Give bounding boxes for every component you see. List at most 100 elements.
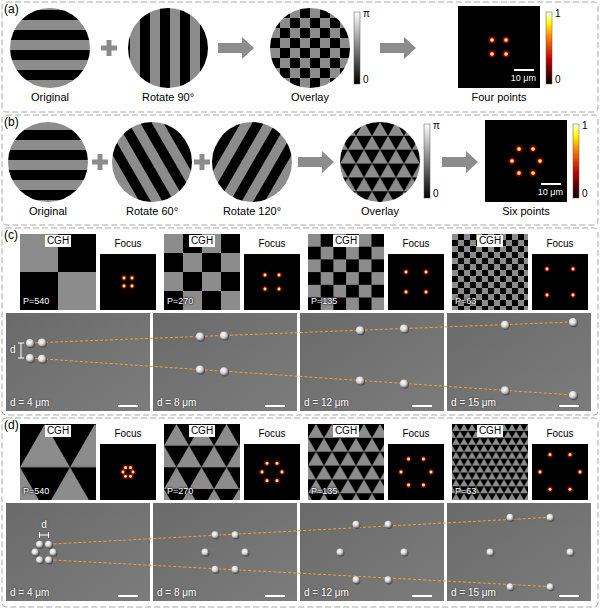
bracket xyxy=(21,343,22,358)
phase-mask xyxy=(270,8,350,88)
focus-spot xyxy=(131,277,134,280)
period-label: P=270 xyxy=(167,296,193,306)
focus-spot xyxy=(517,171,521,175)
particle xyxy=(242,549,249,556)
plus-sign xyxy=(98,154,103,170)
focus-spot xyxy=(430,471,433,474)
focus-spot xyxy=(281,471,284,474)
caption-label: Rotate 120° xyxy=(223,205,281,218)
phase-mask xyxy=(112,122,192,202)
focus-spot xyxy=(569,488,572,491)
scale-bar xyxy=(412,405,432,407)
cgh-label: CGH xyxy=(333,235,359,247)
focus-spot xyxy=(402,268,410,276)
particle xyxy=(547,583,554,590)
colorbar-tick: π xyxy=(433,120,440,132)
focus-spot xyxy=(129,466,132,469)
phase-mask xyxy=(8,122,88,202)
particle xyxy=(356,326,364,334)
focus-spot xyxy=(549,488,552,491)
caption-label: Rotate 60° xyxy=(126,205,178,218)
colorbar xyxy=(424,124,430,198)
focus-spot xyxy=(407,484,410,487)
guide-line xyxy=(49,517,551,544)
colorbar xyxy=(573,124,579,198)
colorbar-tick: 0 xyxy=(363,74,369,86)
particle xyxy=(501,321,509,329)
caption-label: Six points xyxy=(502,205,550,218)
focus-spot xyxy=(422,288,430,296)
distance-label: d = 8 μm xyxy=(157,397,196,409)
particle xyxy=(547,514,554,521)
particle xyxy=(385,576,392,583)
focus-label: Focus xyxy=(402,238,429,250)
focus-spot xyxy=(420,481,428,489)
focus-spot xyxy=(278,468,286,476)
focus-spot xyxy=(128,274,136,282)
particle xyxy=(38,355,46,363)
focus-spot xyxy=(514,144,524,154)
sem-image xyxy=(6,503,150,601)
focus-spot xyxy=(487,49,497,59)
focus-spot xyxy=(543,291,551,299)
focus-spot xyxy=(261,285,269,293)
focus-spot xyxy=(273,477,281,485)
focus-spot xyxy=(120,274,128,282)
panel-label: (a) xyxy=(4,3,19,17)
scale-bar xyxy=(265,405,285,407)
focus-label: Focus xyxy=(114,428,141,440)
focus-spot xyxy=(275,285,283,293)
focus-spot xyxy=(278,274,281,277)
focus-spot xyxy=(124,466,127,469)
particle xyxy=(45,541,52,548)
caption-label: Original xyxy=(29,205,67,218)
panel-border xyxy=(2,418,598,607)
panel-label: (b) xyxy=(4,116,19,130)
focus-spot xyxy=(128,282,136,290)
particle xyxy=(45,556,52,563)
focus-spot xyxy=(278,288,281,291)
focus-spot xyxy=(539,471,542,474)
focus-spot xyxy=(123,277,126,280)
scale-bar xyxy=(559,595,579,597)
focus-label: Focus xyxy=(258,428,285,440)
focus-image xyxy=(244,254,300,310)
plus-sign xyxy=(107,40,112,56)
focus-spot xyxy=(263,459,271,467)
phase-mask xyxy=(10,8,90,88)
period-label: P=135 xyxy=(311,486,337,496)
distance-label: d = 8 μm xyxy=(157,587,196,599)
particle xyxy=(337,549,344,556)
focus-spot xyxy=(538,159,542,163)
focus-spot xyxy=(266,479,269,482)
caption-label: Four points xyxy=(471,91,526,104)
panel-border xyxy=(2,228,598,415)
caption-label: Overlay xyxy=(361,205,399,218)
period-label: P=63 xyxy=(455,486,476,496)
scale-bar xyxy=(265,595,285,597)
focus-spot xyxy=(572,294,575,297)
period-label: P=540 xyxy=(23,486,49,496)
particle xyxy=(26,354,34,362)
particle xyxy=(202,549,209,556)
scale-bar xyxy=(541,183,561,185)
focus-spot xyxy=(543,265,551,273)
flow-arrow xyxy=(298,151,334,173)
cgh-label: CGH xyxy=(189,235,215,247)
focus-spot xyxy=(546,294,549,297)
guide-line xyxy=(30,358,573,395)
focus-label: Focus xyxy=(546,238,573,250)
focus-spot xyxy=(507,156,517,166)
focus-image xyxy=(458,6,540,88)
cgh-label: CGH xyxy=(477,235,503,247)
particle xyxy=(196,366,204,374)
focus-spot xyxy=(275,271,283,279)
focus-spot xyxy=(129,475,132,478)
colorbar xyxy=(354,12,360,84)
focus-spot xyxy=(576,468,584,476)
focus-spot xyxy=(127,464,135,472)
guide-line xyxy=(30,322,573,343)
cgh-image xyxy=(452,234,528,310)
flow-arrow xyxy=(218,37,254,59)
distance-label: d = 12 μm xyxy=(304,397,349,409)
